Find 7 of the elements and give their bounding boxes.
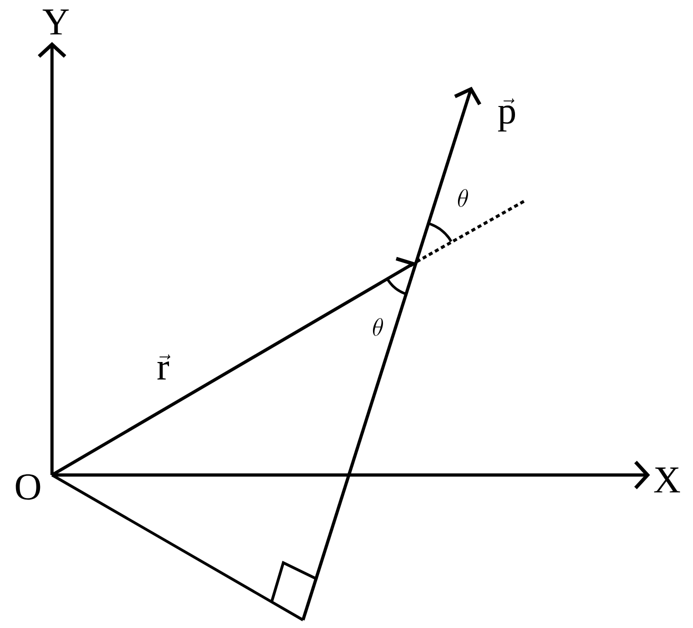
- axis-label: X: [654, 468, 680, 492]
- origin-label: O: [16, 474, 40, 500]
- vector-label: $\vec{\mathrm{r}}$: [157, 354, 170, 380]
- angle-label: $\theta$: [372, 318, 384, 336]
- axis-label: Y: [42, 10, 69, 34]
- vector-label: $\vec{\mathrm{p}}$: [498, 98, 516, 132]
- angle-label: $\theta$: [458, 189, 468, 207]
